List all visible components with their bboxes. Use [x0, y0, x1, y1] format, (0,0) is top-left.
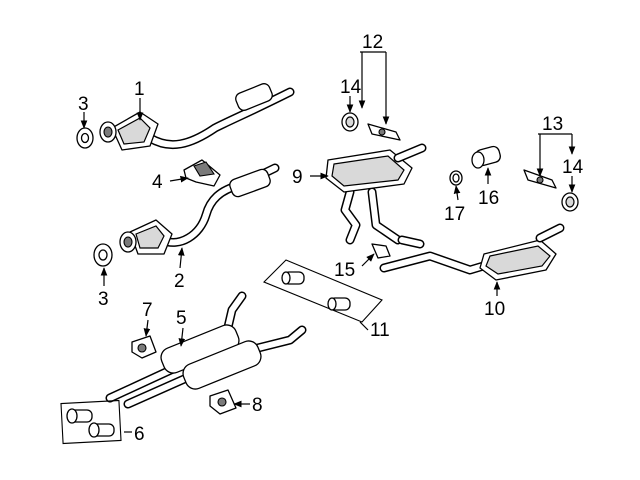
- part-3-gasket-top[interactable]: [76, 127, 94, 149]
- callout-1: 1: [134, 79, 145, 100]
- part-8-hanger[interactable]: [209, 389, 237, 415]
- part-2-pipe-converter[interactable]: [119, 163, 280, 255]
- part-17-clamp[interactable]: [449, 170, 463, 186]
- part-9-muffler[interactable]: [325, 143, 427, 245]
- callout-4: 4: [152, 172, 163, 193]
- part-13-hanger-assembly[interactable]: [523, 169, 557, 189]
- callout-14-right: 14: [562, 157, 584, 178]
- callout-8: 8: [252, 395, 263, 416]
- part-6-exhaust-tips[interactable]: [60, 399, 122, 445]
- part-10-muffler[interactable]: [379, 223, 565, 281]
- callout-16: 16: [478, 188, 499, 209]
- callout-13: 13: [542, 114, 563, 135]
- callout-6: 6: [134, 424, 145, 445]
- callout-15: 15: [334, 260, 355, 281]
- part-16-exhaust-tip[interactable]: [471, 145, 502, 169]
- part-5-intermediate-pipe[interactable]: [105, 291, 307, 409]
- part-7-hanger[interactable]: [131, 335, 157, 359]
- callout-11: 11: [370, 320, 390, 341]
- callout-14-top: 14: [340, 77, 362, 98]
- callout-3-lower: 3: [98, 289, 109, 310]
- callout-17: 17: [444, 204, 465, 225]
- callout-7: 7: [142, 300, 153, 321]
- part-14-insulator-top[interactable]: [341, 112, 359, 132]
- part-3-gasket-lower[interactable]: [93, 243, 113, 267]
- callout-12: 12: [362, 32, 383, 53]
- callout-10: 10: [484, 299, 505, 320]
- part-12-hanger-assembly[interactable]: [367, 123, 401, 141]
- part-11-clamp-kit[interactable]: [263, 259, 383, 323]
- part-15-clamp[interactable]: [371, 235, 425, 259]
- callout-labels: 1 3 4 2 3 7 5 8 6 9 12 14 15 11 10 16 17…: [78, 32, 584, 445]
- callout-3-top: 3: [78, 94, 89, 115]
- part-4-bracket[interactable]: [183, 159, 221, 187]
- callout-9: 9: [292, 167, 303, 188]
- part-1-front-pipe-converter[interactable]: [99, 82, 295, 151]
- part-14-insulator-right[interactable]: [561, 192, 579, 212]
- callout-2: 2: [174, 271, 185, 292]
- leader-lines: [80, 51, 576, 433]
- callout-5: 5: [176, 308, 187, 329]
